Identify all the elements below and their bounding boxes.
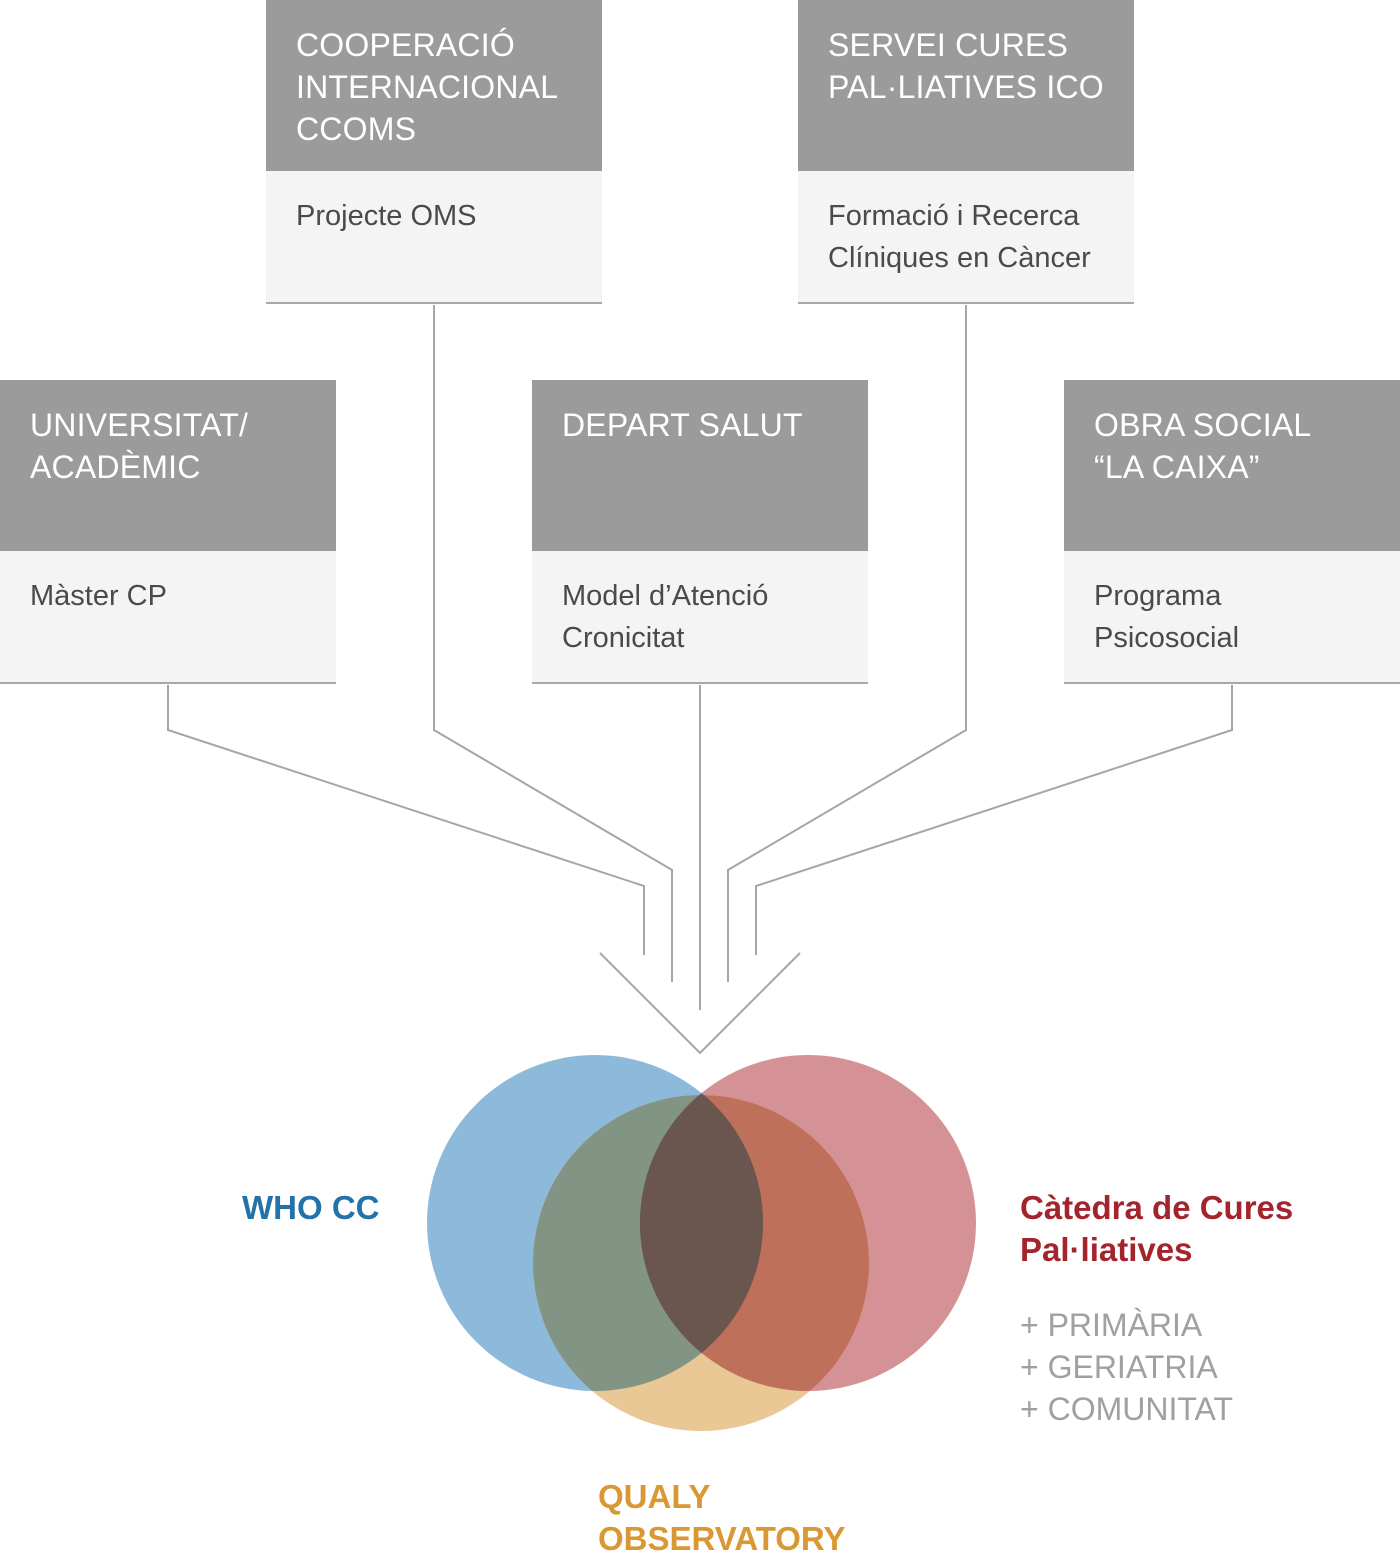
venn-label-who: WHO CC [242,1189,380,1226]
box-depart-body: Model d’Atenció Cronicitat [532,551,868,684]
catedra-extra-item: + COMUNITAT [1020,1391,1234,1427]
venn-diagram [427,1055,976,1431]
box-servei-title: SERVEI CURES PAL·LIATIVES ICO [798,0,1134,171]
box-obra-title: OBRA SOCIAL “LA CAIXA” [1064,380,1400,551]
connector-obra [755,685,1233,955]
box-cooperacio: COOPERACIÓ INTERNACIONAL CCOMS Projecte … [266,0,602,304]
venn-overlap-center [640,1095,763,1391]
connector-universitat [167,685,645,955]
box-depart: DEPART SALUT Model d’Atenció Cronicitat [532,380,868,684]
connector-lines [167,305,1233,1055]
arrow-head-icon [599,952,801,1055]
connector-servei [727,305,967,982]
catedra-extra-item: + GERIATRIA [1020,1349,1218,1385]
box-universitat-title: UNIVERSITAT/ ACADÈMIC [0,380,336,551]
box-cooperacio-body: Projecte OMS [266,171,602,304]
box-servei-body: Formació i Recerca Clíniques en Càncer [798,171,1134,304]
box-cooperacio-title: COOPERACIÓ INTERNACIONAL CCOMS [266,0,602,171]
box-obra: OBRA SOCIAL “LA CAIXA” Programa Psicosoc… [1064,380,1400,684]
venn-label-qualy: QUALY OBSERVATORY [598,1478,846,1557]
box-obra-body: Programa Psicosocial [1064,551,1400,684]
box-depart-title: DEPART SALUT [532,380,868,551]
box-servei: SERVEI CURES PAL·LIATIVES ICO Formació i… [798,0,1134,304]
box-universitat: UNIVERSITAT/ ACADÈMIC Màster CP [0,380,336,684]
catedra-extra-item: + PRIMÀRIA [1020,1307,1203,1343]
box-universitat-body: Màster CP [0,551,336,684]
venn-label-catedra: Càtedra de Cures Pal·liatives [1020,1189,1294,1268]
connector-cooperacio [433,305,673,982]
